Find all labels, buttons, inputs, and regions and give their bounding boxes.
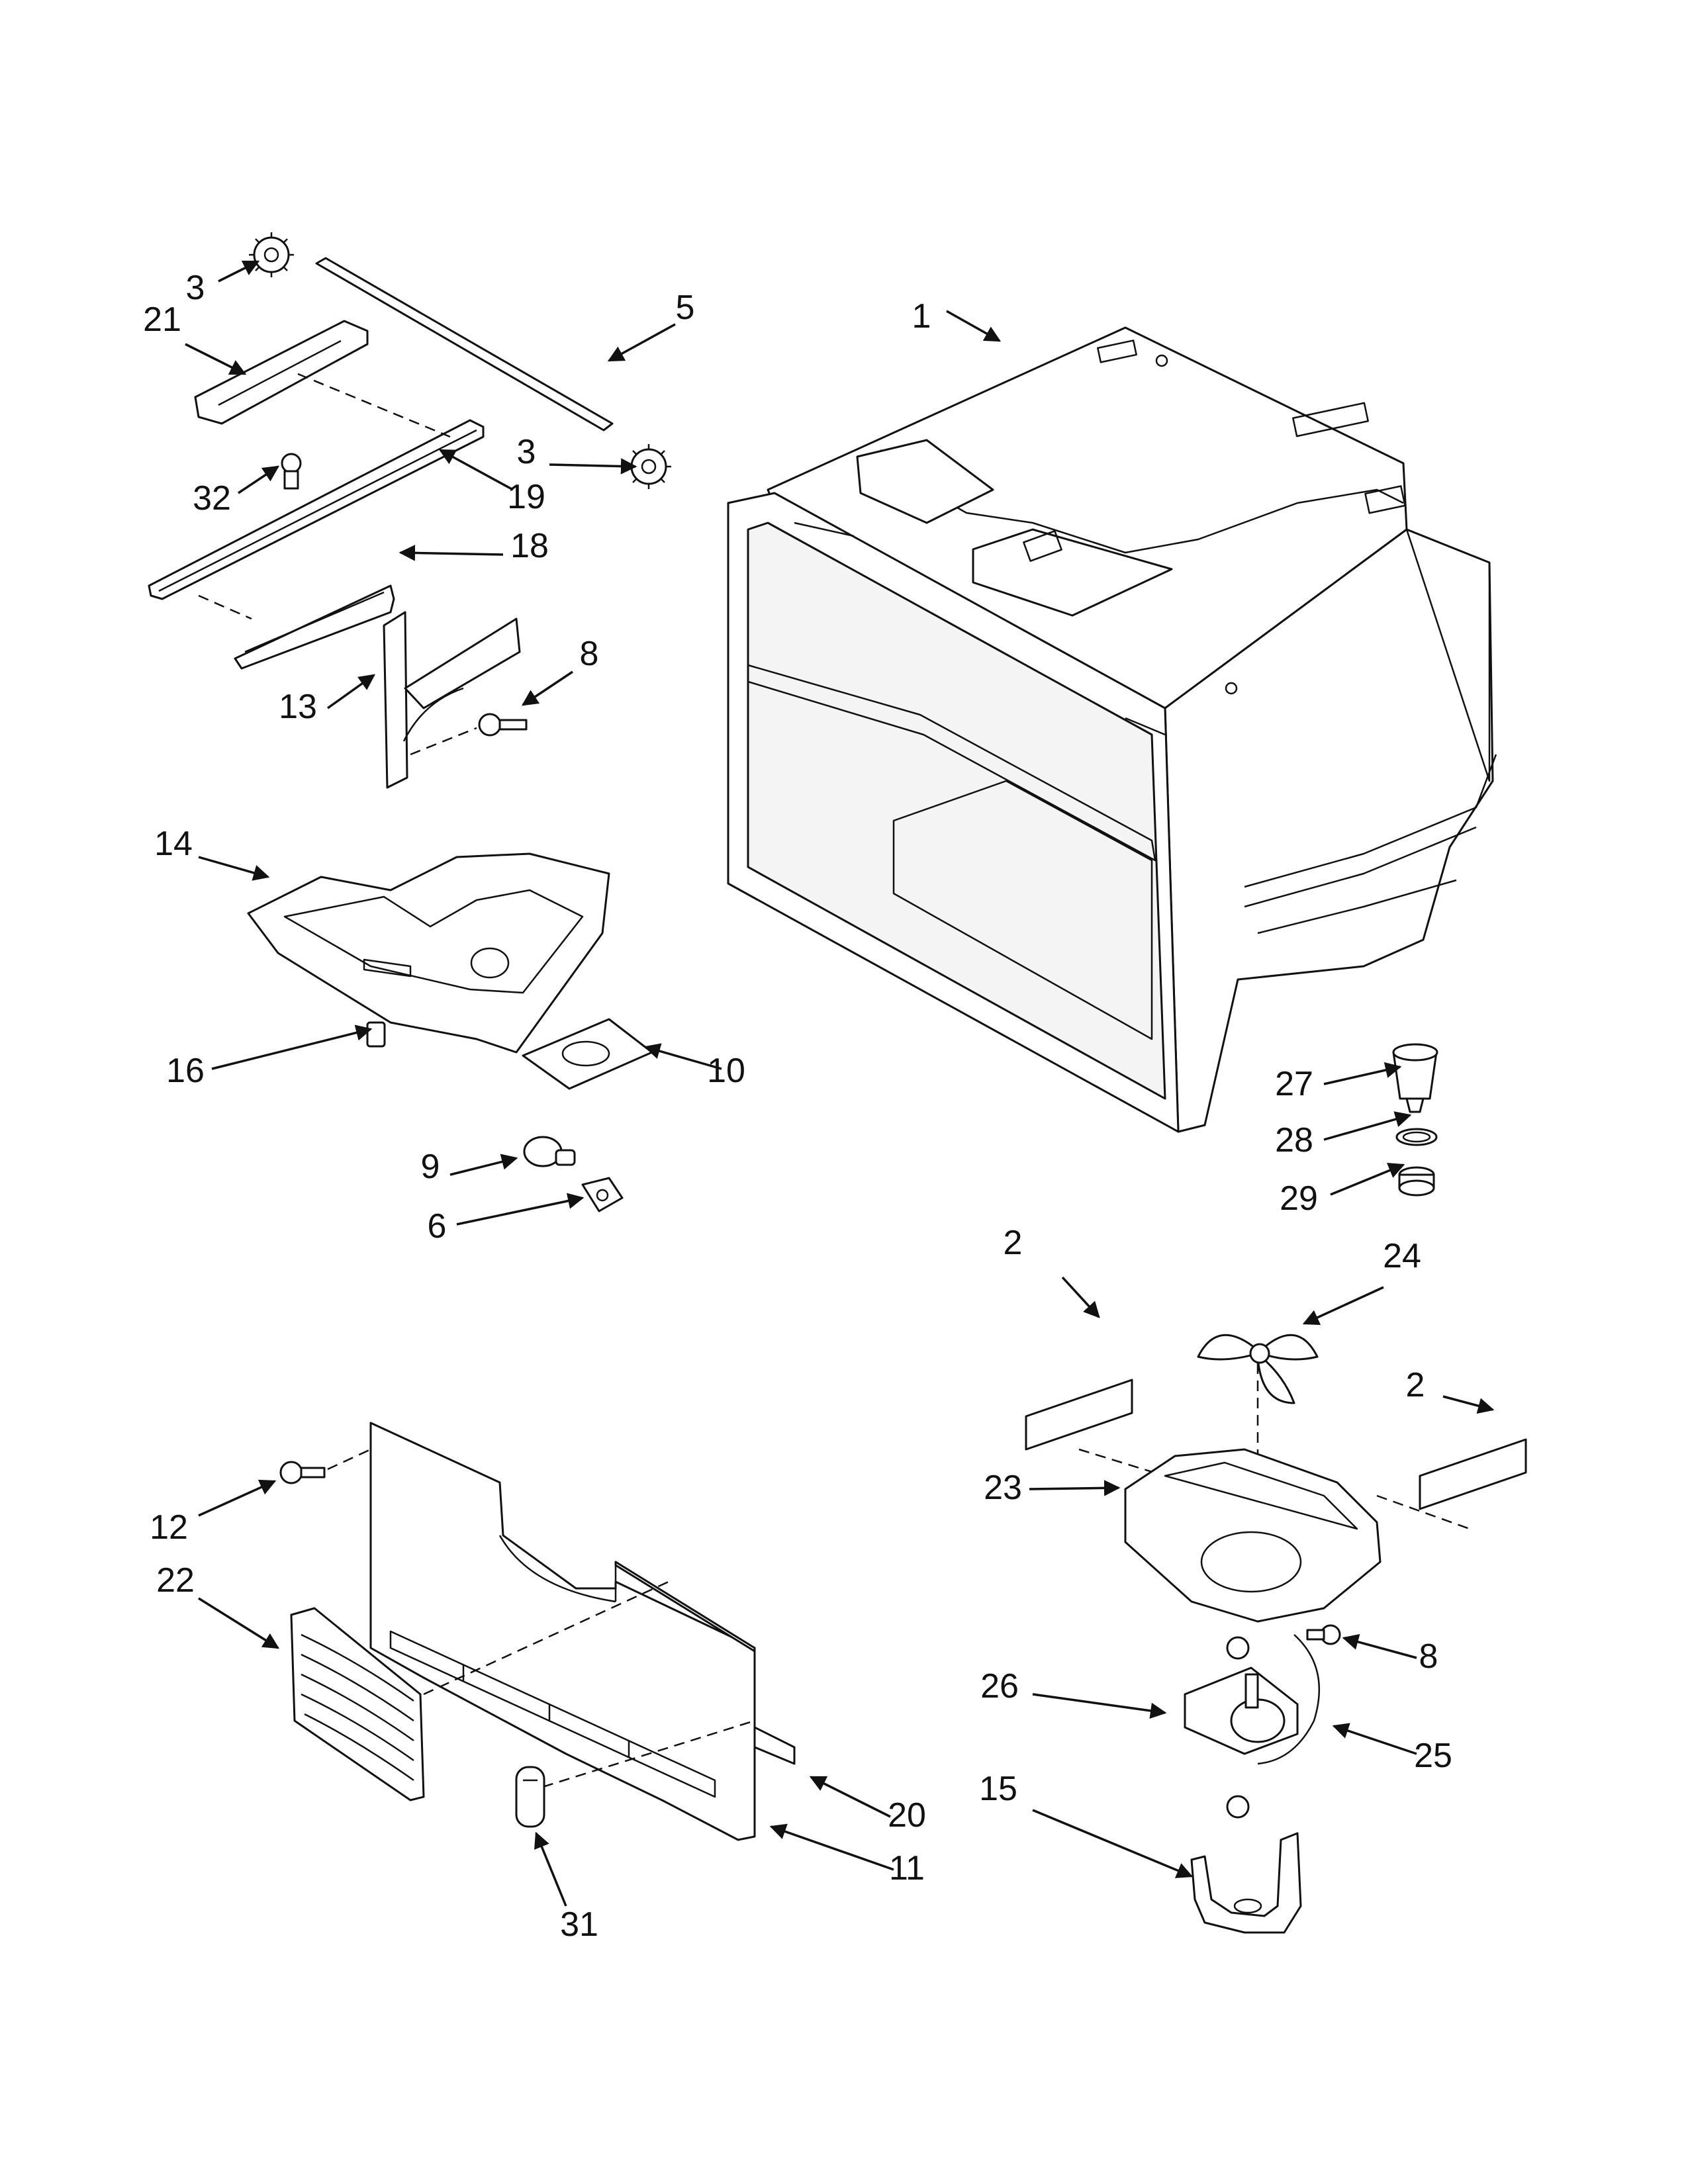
callout-number-12: 12 — [150, 1508, 188, 1547]
leader-arrow-15 — [1032, 1809, 1194, 1878]
callout-number-32: 32 — [193, 479, 231, 518]
screw-part — [281, 453, 302, 490]
screw-fan-part — [1306, 1624, 1341, 1645]
screw-upper-part — [478, 713, 528, 737]
lamp-socket-part — [581, 1177, 624, 1212]
leader-arrow-1 — [946, 310, 1002, 342]
callout-number-31: 31 — [560, 1905, 598, 1944]
cover-assembly — [247, 852, 653, 1090]
callout-number-27: 27 — [1275, 1065, 1313, 1103]
lamp-assembly — [523, 1136, 624, 1212]
leader-arrow-21 — [185, 343, 247, 375]
o-ring-part — [1395, 1128, 1438, 1146]
wire-harness-part — [1257, 1634, 1321, 1765]
leader-arrow-26 — [1032, 1693, 1167, 1719]
insulation-pad-left-part — [1025, 1379, 1133, 1451]
leader-arrow-28 — [1323, 1111, 1412, 1141]
leader-arrow-3 — [218, 260, 260, 283]
callout-number-22: 22 — [156, 1561, 195, 1600]
leader-arrow-24 — [1302, 1286, 1384, 1325]
callout-number-28: 28 — [1275, 1121, 1313, 1160]
callout-number-19: 19 — [507, 478, 545, 516]
callout-number-10: 10 — [707, 1052, 745, 1090]
leader-arrow-10 — [643, 1043, 722, 1070]
leader-arrow-16 — [211, 1024, 373, 1070]
callout-number-3: 3 — [186, 269, 205, 307]
clip-lower-part — [515, 1766, 545, 1828]
gear-upper-part — [249, 232, 294, 277]
callout-number-11: 11 — [889, 1849, 925, 1888]
callout-number-29: 29 — [1280, 1179, 1318, 1218]
rear-cover-assembly — [279, 1422, 796, 1841]
leader-arrow-20 — [809, 1776, 891, 1818]
shaft-part — [315, 257, 614, 432]
leader-arrow-8 — [1342, 1633, 1417, 1659]
freezer-liner-part — [727, 326, 1497, 1133]
leader-arrow-2 — [1442, 1395, 1495, 1414]
motor-mount-part — [1190, 1795, 1302, 1934]
callout-number-20: 20 — [888, 1796, 926, 1835]
leader-arrow-19 — [438, 449, 514, 491]
callout-number-14: 14 — [154, 825, 193, 863]
gear-lower-part — [626, 444, 671, 489]
leader-arrow-12 — [198, 1479, 277, 1517]
callout-number-1: 1 — [912, 297, 931, 336]
leader-arrow-3 — [549, 458, 637, 475]
cover-part — [247, 852, 610, 1054]
callout-number-6: 6 — [428, 1207, 447, 1246]
fan-housing-part — [1124, 1448, 1382, 1623]
callout-number-8: 8 — [1419, 1637, 1438, 1676]
leader-arrow-29 — [1330, 1163, 1405, 1196]
fan-motor-part — [1184, 1636, 1299, 1755]
leader-arrow-6 — [456, 1193, 585, 1226]
callout-layer: 1223356889101112131415161819202122232425… — [143, 260, 1495, 1944]
leader-arrow-13 — [326, 674, 375, 709]
clip-part — [366, 1021, 386, 1048]
grommet-part — [1398, 1166, 1435, 1197]
leader-arrow-14 — [198, 856, 270, 881]
screw-cover-part — [279, 1461, 326, 1484]
callout-number-3: 3 — [517, 433, 536, 471]
callout-number-15: 15 — [979, 1770, 1017, 1808]
insulation-pad-right-part — [1419, 1438, 1527, 1510]
callout-number-24: 24 — [1383, 1237, 1421, 1275]
callout-number-21: 21 — [143, 300, 181, 339]
seal-strip-part — [753, 1726, 796, 1765]
leader-arrow-23 — [1029, 1480, 1121, 1496]
slide-rail-assembly — [148, 232, 671, 789]
callout-number-16: 16 — [166, 1052, 205, 1090]
leader-arrow-22 — [198, 1597, 280, 1649]
cover-panel-part — [369, 1422, 756, 1841]
callout-number-2: 2 — [1004, 1224, 1023, 1262]
leader-arrow-25 — [1332, 1723, 1417, 1755]
leader-arrow-9 — [449, 1154, 518, 1176]
leader-arrow-27 — [1323, 1062, 1402, 1085]
rail-part — [234, 584, 395, 670]
leader-arrow-8 — [521, 670, 573, 706]
bracket-part — [383, 611, 408, 789]
leader-arrow-18 — [399, 545, 504, 561]
callout-number-26: 26 — [980, 1667, 1019, 1706]
callout-number-23: 23 — [984, 1469, 1022, 1507]
leader-arrow-32 — [238, 465, 280, 494]
callout-number-5: 5 — [676, 289, 695, 327]
leader-arrow-11 — [769, 1823, 894, 1871]
callout-number-25: 25 — [1414, 1737, 1452, 1775]
leader-arrow-31 — [534, 1831, 567, 1907]
fan-assembly — [1025, 1043, 1527, 1934]
film-part — [522, 1018, 653, 1090]
callout-number-8: 8 — [580, 635, 599, 673]
callout-number-18: 18 — [510, 527, 549, 565]
callout-number-13: 13 — [279, 688, 317, 726]
leader-arrow-2 — [1061, 1276, 1100, 1318]
fan-blade-part — [1197, 1334, 1319, 1404]
leader-arrow-5 — [607, 323, 676, 362]
callout-number-9: 9 — [421, 1148, 440, 1186]
callout-number-2: 2 — [1406, 1366, 1425, 1404]
drain-cup-part — [1392, 1043, 1438, 1113]
